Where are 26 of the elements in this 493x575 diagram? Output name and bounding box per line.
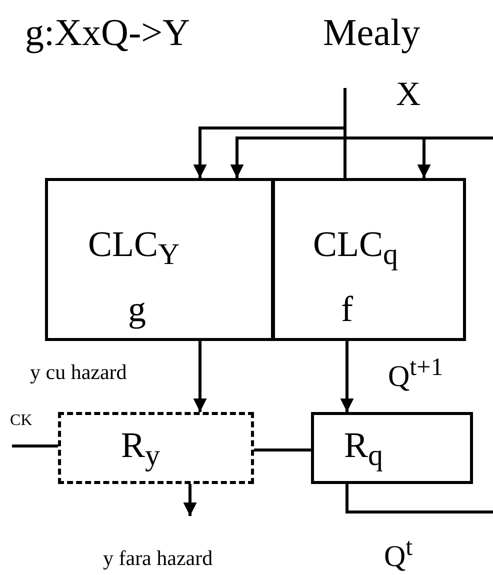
- block-label: CLC$_{q}$: [313, 226, 398, 270]
- arrow: [417, 138, 431, 178]
- signal-label: y cu hazard: [30, 362, 127, 383]
- block-label: R$_{q}$: [344, 427, 384, 472]
- logic-block: [272, 178, 466, 341]
- signal-label: X: [396, 78, 421, 112]
- signal-label: y fara hazard: [103, 548, 213, 569]
- connector-line: [346, 484, 493, 514]
- signal-label: Q$^{t}$: [384, 535, 413, 572]
- function-label: g: [128, 291, 146, 327]
- arrow: [340, 341, 354, 412]
- arrow: [230, 136, 493, 178]
- arrow: [193, 341, 207, 412]
- connector-line: [12, 444, 58, 448]
- block-label: CLC$_{Y}$: [88, 226, 180, 270]
- register-block: [58, 412, 254, 484]
- heading-text: g:XxQ->Y: [25, 14, 190, 52]
- block-label: R$_{y}$: [121, 427, 160, 472]
- signal-label: Q$^{t+1}$: [388, 355, 444, 392]
- register-block: [311, 412, 473, 484]
- arrow: [183, 484, 197, 516]
- logic-block: [45, 178, 274, 341]
- signal-label: CK: [10, 413, 32, 429]
- connector-line: [254, 448, 311, 452]
- function-label: f: [341, 291, 353, 327]
- heading-text: Mealy: [323, 14, 420, 52]
